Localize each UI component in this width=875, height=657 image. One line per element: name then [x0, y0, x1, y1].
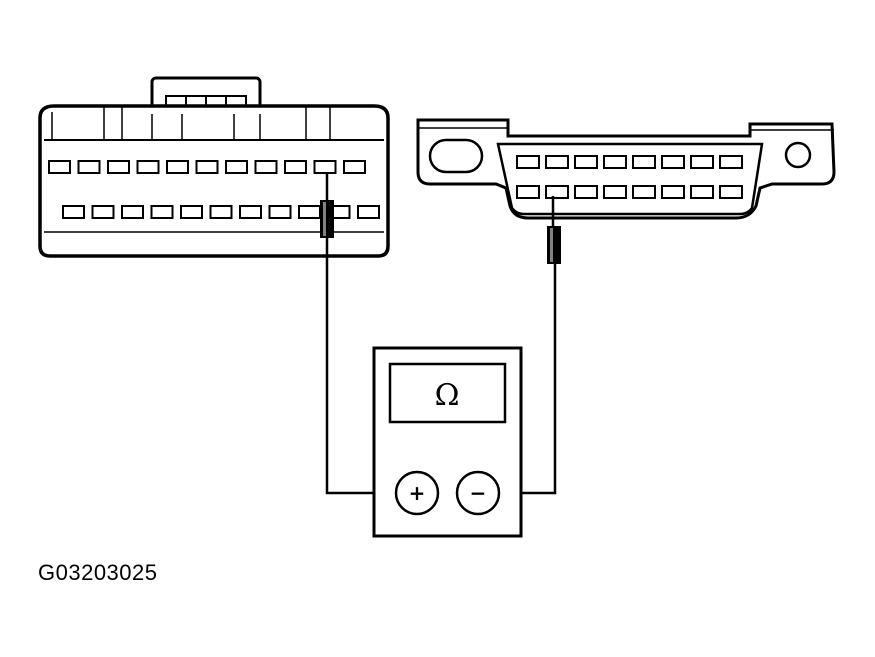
pin-slot — [121, 205, 144, 219]
pin-slot — [603, 155, 627, 169]
pin-slot — [239, 205, 262, 219]
pin-slot — [268, 205, 292, 219]
pin-slot — [313, 160, 337, 174]
pin-slot — [136, 160, 160, 174]
meter-display-symbol: Ω — [435, 378, 460, 413]
figure-id: G03203025 — [38, 560, 158, 585]
pin-slot — [661, 185, 685, 199]
left-connector-pin-row-top — [48, 160, 366, 174]
pin-slot — [545, 185, 569, 199]
pin-slot — [298, 205, 321, 219]
positive-terminal-label: + — [409, 481, 426, 505]
meter-display — [388, 362, 507, 424]
pin-slot — [195, 160, 219, 174]
pin-slot — [545, 155, 569, 169]
pin-slot — [719, 185, 743, 199]
dlc-pin-row-top — [516, 155, 743, 169]
test-probe-icon — [547, 196, 561, 264]
pin-slot — [661, 155, 685, 169]
pin-slot — [62, 205, 85, 219]
negative-terminal-label: − — [470, 481, 487, 505]
pin-slot — [150, 205, 174, 219]
pin-slot — [574, 185, 598, 199]
ohmmeter-icon: Ω + − — [372, 346, 523, 538]
pin-slot — [225, 160, 248, 174]
pin-slot — [77, 160, 101, 174]
pin-slot — [284, 160, 307, 174]
pin-slot — [719, 155, 743, 169]
pin-slot — [603, 185, 627, 199]
pin-slot — [516, 185, 540, 199]
pin-slot — [343, 160, 366, 174]
pin-slot — [209, 205, 233, 219]
pin-slot — [357, 205, 380, 219]
dlc-pin-row-bottom — [516, 185, 743, 199]
pin-slot — [107, 160, 130, 174]
pin-slot — [180, 205, 203, 219]
pin-slot — [516, 155, 540, 169]
negative-terminal[interactable] — [455, 470, 501, 516]
positive-terminal[interactable] — [394, 470, 440, 516]
left-connector-pin-row-bottom — [62, 205, 380, 219]
pin-slot — [166, 160, 189, 174]
pin-slot — [632, 155, 656, 169]
pin-slot — [690, 155, 714, 169]
pin-slot — [91, 205, 115, 219]
pin-slot — [574, 155, 598, 169]
test-probe-icon — [320, 172, 334, 238]
pin-slot — [48, 160, 71, 174]
pin-slot — [632, 185, 656, 199]
pin-slot — [254, 160, 278, 174]
pin-slot — [690, 185, 714, 199]
